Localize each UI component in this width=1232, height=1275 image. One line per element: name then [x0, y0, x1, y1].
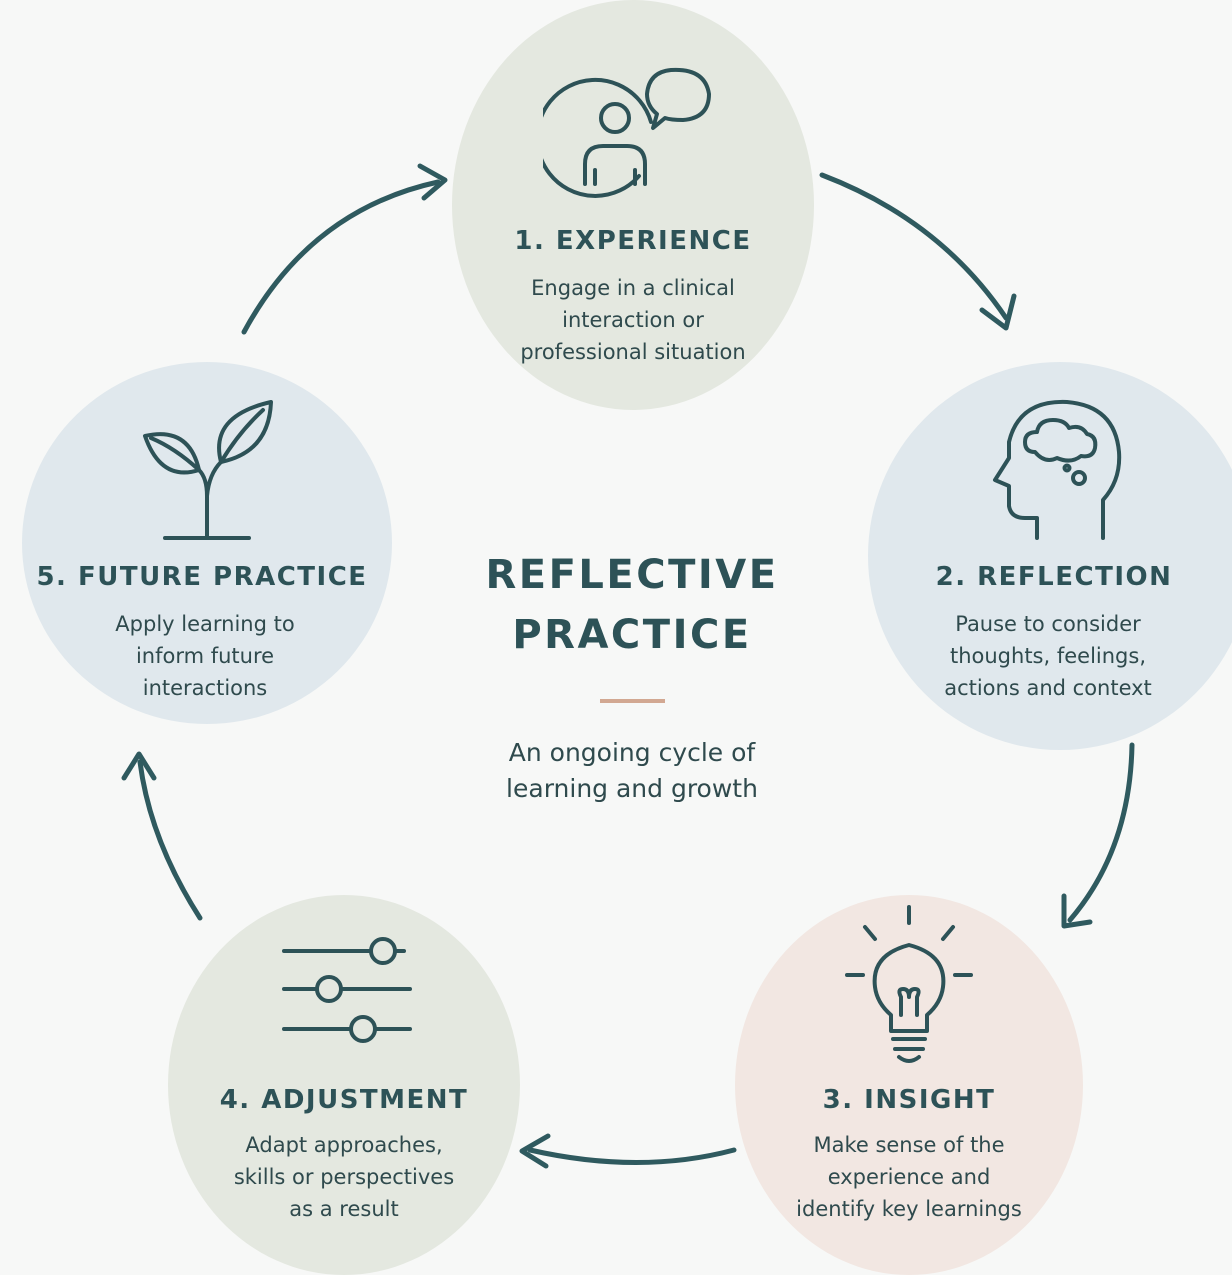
description-line: Make sense of the	[813, 1133, 1005, 1157]
person-speech-bubble-icon	[543, 67, 711, 198]
head-thought-cloud-icon	[993, 399, 1122, 540]
stage-title: 3. INSIGHT	[822, 1085, 996, 1115]
stage-adjustment: 4. ADJUSTMENT Adapt approaches, skills o…	[168, 895, 520, 1275]
description-line: Pause to consider	[955, 612, 1141, 636]
arrow-adjustment-to-future-practice	[137, 759, 203, 921]
center-title-line-1: REFLECTIVE	[485, 552, 779, 598]
description-line: professional situation	[520, 340, 746, 364]
arrow-future-practice-to-experience	[241, 179, 441, 335]
stage-description: Apply learning to inform future interact…	[55, 608, 355, 704]
sliders-icon	[282, 937, 412, 1043]
stage-experience: 1. EXPERIENCE Engage in a clinical inter…	[452, 0, 814, 410]
center-subtitle-line-2: learning and growth	[506, 774, 758, 803]
description-line: actions and context	[944, 676, 1152, 700]
description-line: skills or perspectives	[233, 1165, 455, 1189]
arrowhead-adjustment	[519, 1133, 551, 1169]
lightbulb-icon	[845, 905, 973, 1063]
center-subtitle-line-1: An ongoing cycle of	[508, 738, 756, 767]
sprout-icon	[143, 400, 273, 540]
stage-title: 4. ADJUSTMENT	[219, 1085, 469, 1115]
stage-title: 2. REFLECTION	[935, 562, 1173, 592]
arrowhead-reflection	[979, 293, 1017, 331]
stage-reflection: 2. REFLECTION Pause to consider thoughts…	[868, 362, 1232, 750]
center-title-line-2: PRACTICE	[512, 612, 752, 658]
arrowhead-future-practice	[121, 751, 157, 781]
arrowhead-insight	[1061, 893, 1093, 929]
description-line: experience and	[827, 1165, 991, 1189]
center-divider	[600, 699, 665, 703]
arrowhead-experience	[417, 163, 448, 201]
description-line: interactions	[142, 676, 268, 700]
description-line: interaction or	[562, 308, 704, 332]
stage-description: Make sense of the experience and identif…	[759, 1129, 1059, 1225]
description-line: identify key learnings	[796, 1197, 1022, 1221]
arrow-insight-to-adjustment	[527, 1147, 737, 1165]
arrow-reflection-to-insight	[1067, 742, 1135, 923]
stage-description: Engage in a clinical interaction or prof…	[483, 272, 783, 368]
description-line: inform future	[135, 644, 275, 668]
description-line: Engage in a clinical	[531, 276, 735, 300]
stage-description: Pause to consider thoughts, feelings, ac…	[898, 608, 1198, 704]
stage-future-practice: 5. FUTURE PRACTICE Apply learning to inf…	[22, 362, 392, 724]
stage-description: Adapt approaches, skills or perspectives…	[194, 1129, 494, 1225]
description-line: as a result	[289, 1197, 399, 1221]
arrow-experience-to-reflection	[819, 172, 1009, 321]
description-line: thoughts, feelings,	[949, 644, 1147, 668]
description-line: Adapt approaches,	[245, 1133, 443, 1157]
stage-insight: 3. INSIGHT Make sense of the experience …	[735, 895, 1083, 1275]
stage-title: 5. FUTURE PRACTICE	[36, 562, 368, 592]
description-line: Apply learning to	[115, 612, 295, 636]
stage-title: 1. EXPERIENCE	[514, 226, 752, 256]
